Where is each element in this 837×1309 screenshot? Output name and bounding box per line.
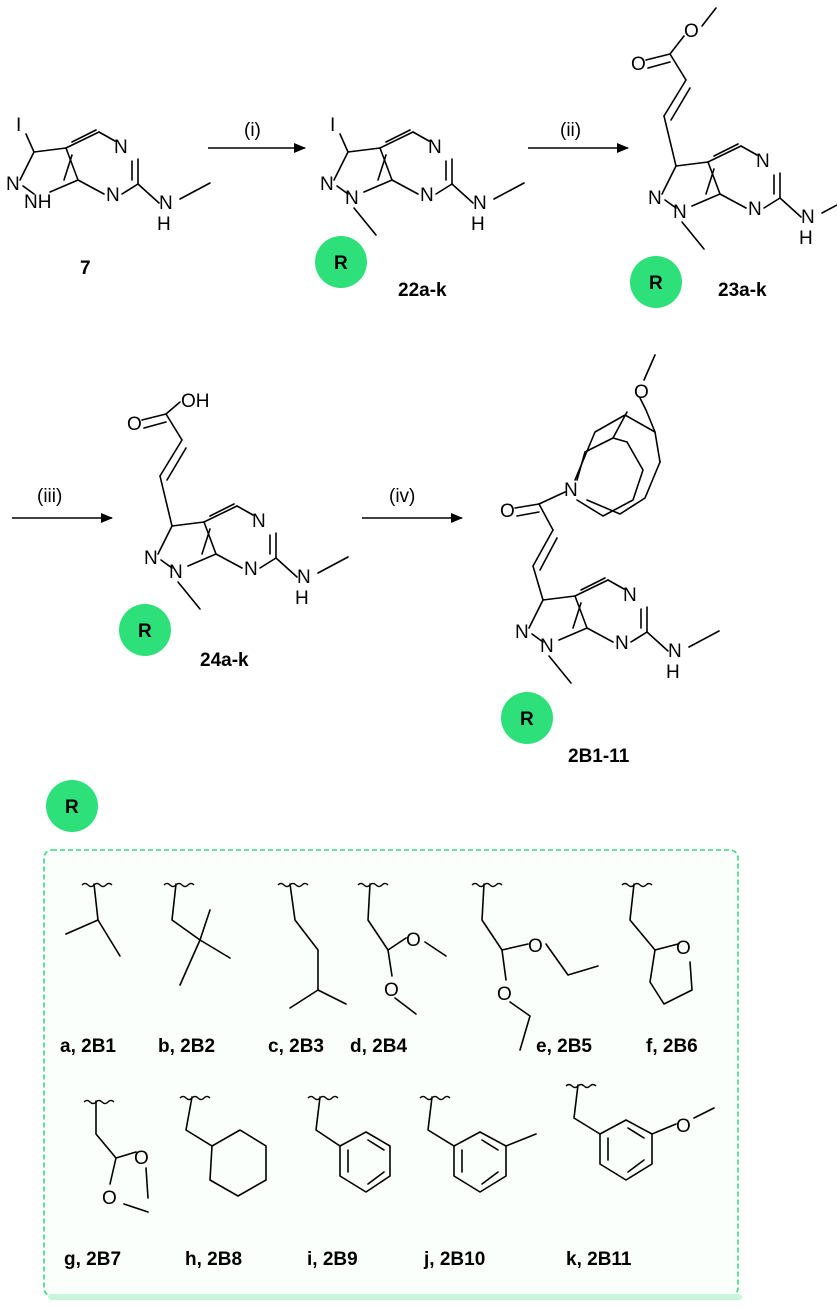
substituent-label-e: e, 2B5 — [536, 1036, 592, 1057]
compound-24a-k: O OH — [127, 391, 349, 610]
substituent-label-c: c, 2B3 — [268, 1036, 324, 1057]
substituent-i — [315, 1096, 391, 1193]
compound-label-2B1-11: 2B1-11 — [568, 746, 630, 767]
step-label-ii: (ii) — [560, 120, 581, 141]
substituent-label-f: f, 2B6 — [646, 1036, 698, 1057]
substituent-label-k: k, 2B11 — [566, 1249, 632, 1270]
substituent-box — [43, 849, 739, 1297]
substituent-label-a: a, 2B1 — [60, 1036, 116, 1057]
carbonyl-o-label: O — [631, 54, 646, 75]
substituent-label-b: b, 2B2 — [158, 1036, 215, 1057]
substituent-d: O O — [367, 883, 447, 1015]
methoxy-o-label: O — [634, 382, 649, 403]
substituent-f: O — [629, 883, 693, 1005]
substituent-j — [427, 1096, 537, 1193]
substituent-c — [289, 883, 347, 1009]
r-group-label: R — [649, 273, 663, 294]
ethoxy-o-label: O — [528, 936, 543, 957]
substituent-box-shadow — [48, 1294, 742, 1300]
r-group-label: R — [138, 621, 152, 642]
compound-7: I NH — [5, 115, 211, 236]
substituent-e: O O — [481, 883, 599, 1051]
r-legend-disc: R — [46, 780, 98, 832]
iodo-label: I — [330, 115, 335, 136]
step-label-i: (i) — [244, 120, 261, 141]
r-group-24: R — [119, 604, 171, 656]
methoxy-o-label: O — [406, 930, 421, 951]
compound-2B1-11: O N — [500, 411, 720, 684]
compound-label-7: 7 — [80, 258, 91, 279]
substituent-b — [171, 883, 231, 986]
ethoxy-o-label: O — [497, 984, 512, 1005]
methoxy-o-label: O — [676, 1116, 691, 1137]
methoxy-o-label: O — [384, 980, 399, 1001]
pyrazole-nh-label: NH — [24, 192, 51, 213]
dioxolane-o-label: O — [102, 1188, 117, 1209]
substituent-g: O O — [95, 1100, 149, 1213]
r-group-label: R — [520, 709, 534, 730]
compound-label-24a-k: 24a-k — [200, 650, 249, 671]
substituent-labels: a, 2B1 b, 2B2 c, 2B3 d, 2B4 e, 2B5 f, 2B… — [60, 1036, 698, 1270]
ester-o-label: O — [684, 21, 699, 42]
dioxolane-o-label: O — [134, 1148, 149, 1169]
methoxypiperidine: O — [574, 354, 661, 515]
r-legend-label: R — [65, 797, 79, 818]
substituent-label-g: g, 2B7 — [64, 1249, 121, 1270]
step-label-iv: (iv) — [389, 486, 415, 507]
substituent-label-i: i, 2B9 — [307, 1249, 358, 1270]
substituent-label-h: h, 2B8 — [185, 1249, 242, 1270]
piperidine-n-label: N — [564, 480, 578, 501]
carbonyl-o-label: O — [127, 414, 142, 435]
substituent-a — [65, 883, 121, 957]
substituent-k: O — [573, 1084, 715, 1181]
hydroxyl-label: OH — [181, 391, 210, 412]
compound-label-23a-k: 23a-k — [718, 280, 767, 301]
substituent-label-d: d, 2B4 — [350, 1036, 407, 1057]
compound-22a-k: I — [319, 115, 525, 236]
r-group-22: R — [315, 236, 367, 288]
r-group-2B: R — [501, 692, 553, 744]
substituent-h — [185, 1096, 267, 1197]
compound-label-22a-k: 22a-k — [398, 280, 447, 301]
substituent-label-j: j, 2B10 — [423, 1249, 485, 1270]
amide-o-label: O — [500, 501, 515, 522]
r-group-label: R — [334, 253, 348, 274]
iodo-label: I — [16, 115, 21, 136]
step-label-iii: (iii) — [37, 486, 62, 507]
compound-23a-k: O O — [631, 7, 837, 250]
r-group-23: R — [630, 256, 682, 308]
attachment-marks — [81, 882, 653, 1105]
thf-o-label: O — [676, 938, 691, 959]
